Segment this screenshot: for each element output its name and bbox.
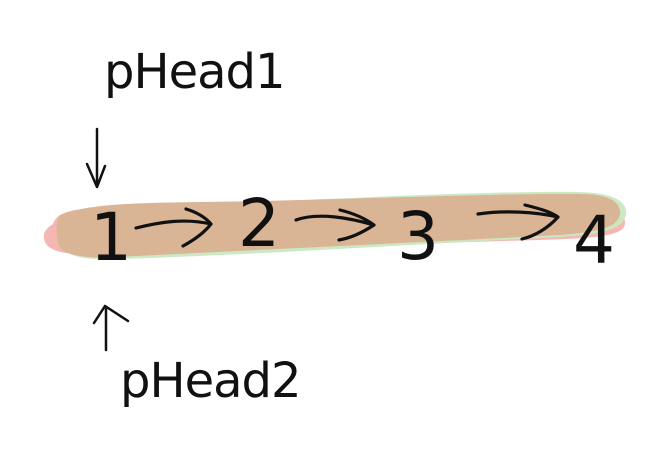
arrow-1-to-2 [134,207,213,248]
node-1: 1 [90,199,132,276]
top-pointer-label: pHead1 [104,44,285,100]
top-arrow-head [85,162,107,189]
node-4: 4 [573,202,615,279]
node-2: 2 [238,185,280,262]
bottom-arrow-head [92,304,130,325]
node-3: 3 [397,198,439,275]
combined-highlight-band [56,193,621,258]
bottom-pointer-label: pHead2 [120,353,301,409]
arrow-3-to-4 [476,203,560,241]
top-arrow [85,127,107,189]
bottom-arrow [92,304,130,352]
arrow-2-to-3 [294,208,376,242]
link-arrows [134,203,560,248]
